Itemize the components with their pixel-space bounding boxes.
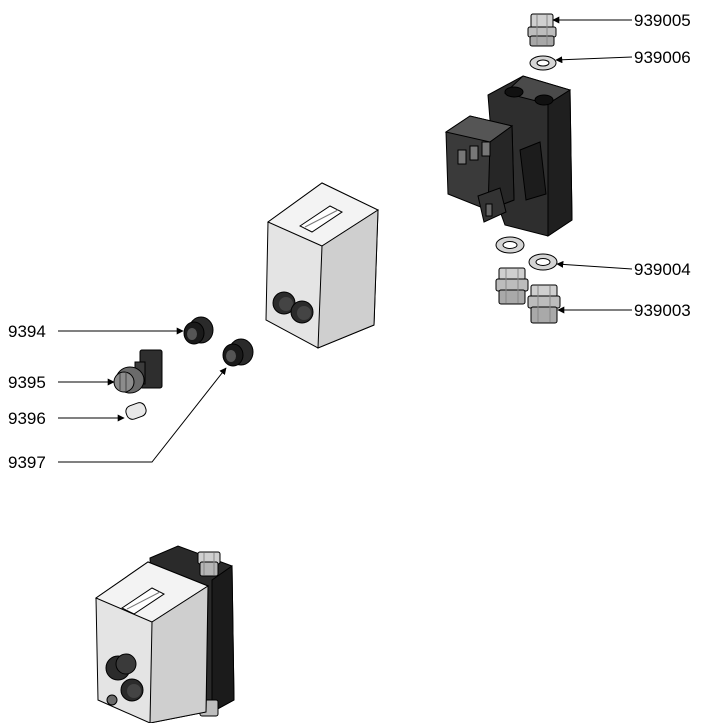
callout-9396: 9396 xyxy=(8,409,46,428)
cable-gland-939003 xyxy=(527,284,561,324)
callout-9394: 9394 xyxy=(8,322,46,341)
cable-gland-939005 xyxy=(527,13,557,47)
callout-9397: 9397 xyxy=(8,453,46,472)
contactor-base-assembly xyxy=(444,75,573,237)
callout-labels: 939005 939006 939004 939003 9394 9395 93… xyxy=(8,11,691,472)
callout-939003: 939003 xyxy=(634,301,691,320)
cable-gland-left xyxy=(495,267,529,305)
assembled-motor-starter xyxy=(94,545,235,723)
lock-nut-939006 xyxy=(529,55,557,71)
lock-nut-left xyxy=(495,236,525,254)
enclosure-cover xyxy=(265,182,380,349)
button-cap-9397 xyxy=(222,338,254,367)
button-cap-9394 xyxy=(183,316,214,345)
lock-nut-939004 xyxy=(528,253,558,271)
contact-block-9395 xyxy=(113,349,163,394)
leader-9397 xyxy=(58,367,227,463)
leader-lines xyxy=(58,16,633,463)
leader-939006 xyxy=(555,56,633,64)
callout-939004: 939004 xyxy=(634,260,691,279)
lamp-9396 xyxy=(125,402,147,420)
leader-939004 xyxy=(556,260,633,270)
callout-939005: 939005 xyxy=(634,11,691,30)
callout-9395: 9395 xyxy=(8,373,46,392)
callout-939006: 939006 xyxy=(634,48,691,67)
